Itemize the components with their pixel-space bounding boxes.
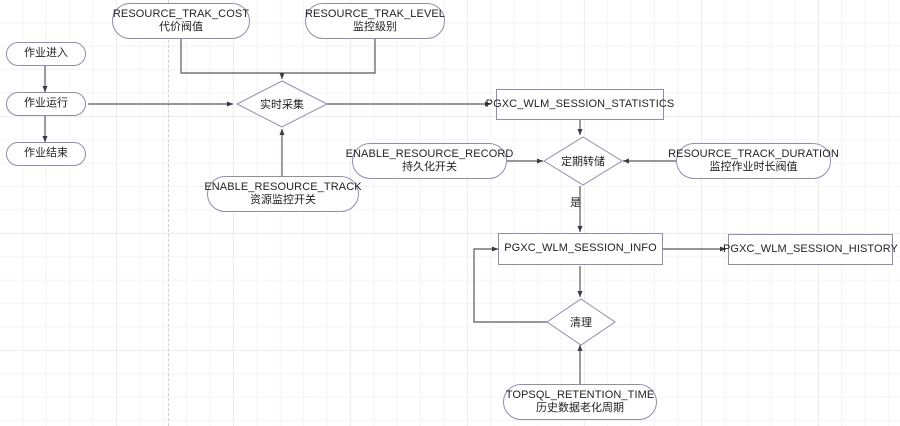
node-resource-track-duration-desc: 监控作业时长阀值 xyxy=(709,161,798,173)
node-pgxc-wlm-session-info-label: PGXC_WLM_SESSION_INFO xyxy=(504,242,657,255)
decision-cleanup-label: 清理 xyxy=(570,317,592,329)
decision-realtime-collect-label: 实时采集 xyxy=(260,99,304,111)
edge-cleanup-loop-to-info xyxy=(473,246,551,323)
decision-periodic-dump[interactable]: 定期转储 xyxy=(543,136,623,186)
node-job-running[interactable]: 作业运行 xyxy=(6,92,86,116)
edge-label-dump-yes: 是 xyxy=(570,197,581,209)
node-pgxc-wlm-session-statistics-label: PGXC_WLM_SESSION_STATISTICS xyxy=(485,97,675,110)
node-enable-resource-track-name: ENABLE_RESOURCE_TRACK xyxy=(204,180,362,193)
node-resource-trak-cost[interactable]: RESOURCE_TRAK_COST 代价阀值 xyxy=(112,3,250,39)
node-topsql-retention-time-name: TOPSQL_RETENTION_TIME xyxy=(505,388,655,401)
node-job-end-label: 作业结束 xyxy=(24,147,68,160)
decision-realtime-collect-shape xyxy=(236,80,328,128)
node-resource-trak-cost-name: RESOURCE_TRAK_COST xyxy=(112,7,250,20)
node-job-running-label: 作业运行 xyxy=(24,97,68,110)
node-resource-trak-cost-desc: 代价阀值 xyxy=(159,21,203,33)
node-enable-resource-track-desc: 资源监控开关 xyxy=(250,194,316,206)
node-enable-resource-track[interactable]: ENABLE_RESOURCE_TRACK 资源监控开关 xyxy=(204,176,362,212)
node-resource-track-duration-name: RESOURCE_TRACK_DURATION xyxy=(668,147,839,160)
page-break-line xyxy=(168,0,169,426)
node-pgxc-wlm-session-statistics[interactable]: PGXC_WLM_SESSION_STATISTICS xyxy=(486,89,674,120)
node-resource-track-duration[interactable]: RESOURCE_TRACK_DURATION 监控作业时长阀值 xyxy=(668,143,839,179)
node-topsql-retention-time[interactable]: TOPSQL_RETENTION_TIME 历史数据老化周期 xyxy=(503,384,657,420)
node-pgxc-wlm-session-info[interactable]: PGXC_WLM_SESSION_INFO xyxy=(498,233,663,265)
node-resource-trak-level-name: RESOURCE_TRAK_LEVEL xyxy=(304,7,446,20)
node-enable-resource-record-desc: 持久化开关 xyxy=(402,161,457,173)
node-enable-resource-record[interactable]: ENABLE_RESOURCE_RECORD 持久化开关 xyxy=(346,143,513,179)
node-resource-trak-level[interactable]: RESOURCE_TRAK_LEVEL 监控级别 xyxy=(305,3,445,39)
node-job-enter[interactable]: 作业进入 xyxy=(6,42,86,66)
decision-cleanup-shape xyxy=(546,298,616,346)
node-topsql-retention-time-desc: 历史数据老化周期 xyxy=(536,402,624,414)
node-job-enter-label: 作业进入 xyxy=(24,47,68,60)
decision-realtime-collect[interactable]: 实时采集 xyxy=(236,80,328,128)
decision-cleanup[interactable]: 清理 xyxy=(546,298,616,346)
decision-periodic-dump-label: 定期转储 xyxy=(561,156,605,168)
node-pgxc-wlm-session-history-label: PGXC_WLM_SESSION_HISTORY xyxy=(723,242,898,255)
node-resource-trak-level-desc: 监控级别 xyxy=(353,21,397,33)
node-pgxc-wlm-session-history[interactable]: PGXC_WLM_SESSION_HISTORY xyxy=(723,234,898,265)
decision-periodic-dump-shape xyxy=(543,136,623,186)
node-enable-resource-record-name: ENABLE_RESOURCE_RECORD xyxy=(345,147,514,160)
edge-thresholds-merge xyxy=(180,39,376,74)
node-job-end[interactable]: 作业结束 xyxy=(6,142,86,166)
